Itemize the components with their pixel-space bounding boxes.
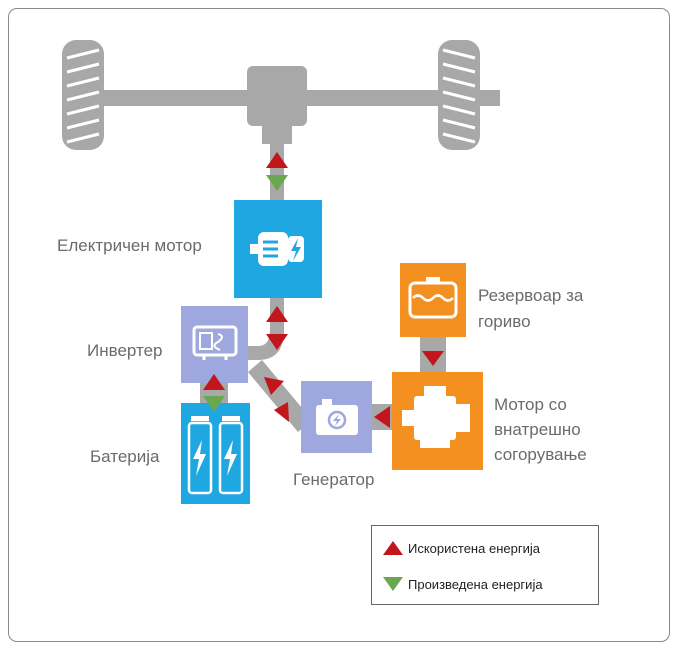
- engine-label-line1: Мотор со: [494, 395, 567, 414]
- produced-energy-arrow: [203, 396, 225, 412]
- used-energy-arrow: [264, 377, 284, 395]
- right-wheel-icon: [438, 40, 480, 150]
- inverter-icon: [181, 306, 248, 383]
- used-energy-arrow: [203, 374, 225, 390]
- battery-icon: [181, 403, 250, 504]
- used-energy-arrow: [374, 406, 390, 428]
- generator-icon: [301, 381, 372, 453]
- fuel-tank-label-line2: гориво: [478, 312, 531, 331]
- used-energy-arrow: [266, 306, 288, 322]
- legend-produced-energy: Произведена енергија: [382, 576, 543, 592]
- inverter-label: Инвертер: [87, 341, 163, 360]
- engine-icon: [392, 372, 483, 470]
- red-up-triangle-icon: [383, 541, 403, 555]
- inverter-generator-connector: [248, 360, 312, 432]
- legend: Искористена енергија Произведена енергиј…: [371, 525, 599, 605]
- green-down-triangle-icon: [383, 577, 403, 591]
- engine-label-line2: внатрешно: [494, 420, 581, 439]
- used-energy-arrow: [266, 152, 288, 168]
- legend-used-energy: Искористена енергија: [382, 540, 540, 556]
- differential-icon: [247, 66, 307, 144]
- legend-produced-label: Произведена енергија: [408, 576, 543, 592]
- electric-motor-icon: [234, 200, 322, 298]
- fuel-tank-label-line1: Резервоар за: [478, 286, 584, 305]
- left-wheel-icon: [62, 40, 104, 150]
- legend-used-label: Искористена енергија: [408, 540, 540, 556]
- used-energy-arrow: [422, 351, 444, 366]
- used-energy-arrow: [274, 402, 289, 422]
- battery-label: Батерија: [90, 447, 160, 466]
- fuel-tank-icon: [400, 263, 466, 337]
- produced-energy-arrow: [266, 175, 288, 191]
- used-energy-arrow: [266, 334, 288, 350]
- generator-label: Генератор: [293, 470, 375, 489]
- electric-motor-label: Електричен мотор: [57, 236, 202, 255]
- engine-label-line3: согорување: [494, 445, 587, 464]
